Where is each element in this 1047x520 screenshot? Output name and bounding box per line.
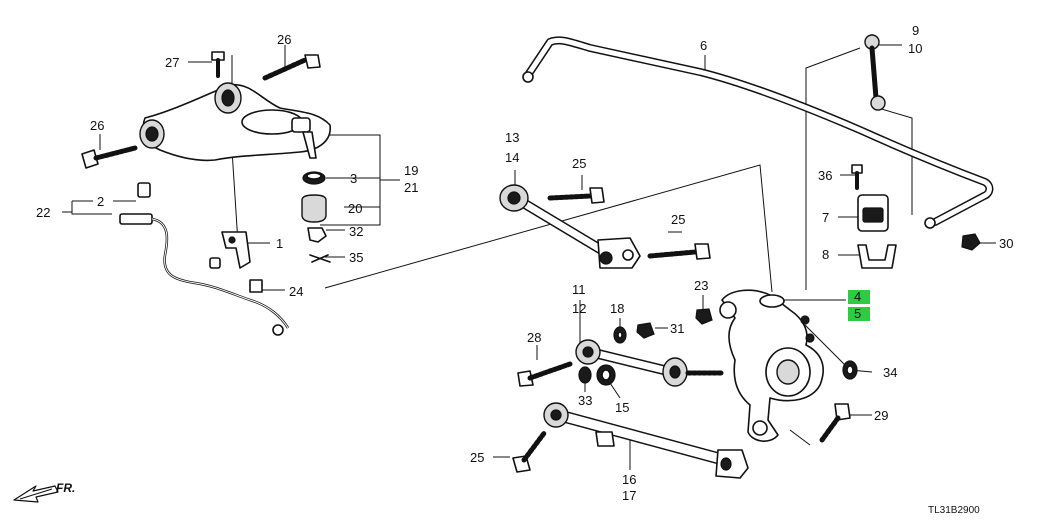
- callout-27: 27: [165, 55, 179, 70]
- callout-20: 20: [348, 201, 362, 216]
- stabilizer-holder-8: [857, 244, 897, 269]
- callout-12: 12: [572, 301, 586, 316]
- leader-lines: [62, 44, 996, 470]
- callout-26-top: 26: [277, 32, 291, 47]
- bolt-25-mid: [647, 243, 711, 260]
- callout-15: 15: [615, 400, 629, 415]
- callout-26-left: 26: [90, 118, 104, 133]
- callout-34: 34: [883, 365, 897, 380]
- bolt-27: [211, 51, 225, 78]
- bolt-26-upper: [262, 54, 321, 81]
- callout-21: 21: [404, 180, 418, 195]
- highlight-4: [848, 290, 870, 304]
- bolt-36: [851, 164, 863, 190]
- callout-6: 6: [700, 38, 707, 53]
- nut-30: [961, 233, 981, 251]
- callout-25-lower: 25: [470, 450, 484, 465]
- lower-arm-16: [543, 402, 749, 479]
- knuckle: [719, 289, 824, 442]
- callout-33: 33: [578, 393, 592, 408]
- small-hardware: [517, 322, 655, 387]
- callout-16: 16: [622, 472, 636, 487]
- bracket-1: [221, 231, 251, 269]
- callout-7: 7: [822, 210, 829, 225]
- callout-11: 11: [572, 282, 586, 297]
- lower-link-11: [575, 339, 725, 387]
- nut-23: [695, 308, 713, 325]
- callout-3: 3: [350, 171, 357, 186]
- bushing-set: [301, 171, 331, 263]
- callout-19: 19: [404, 163, 418, 178]
- callout-5: 5: [854, 306, 861, 321]
- upper-control-arm: [139, 82, 331, 162]
- front-arrow: FR.: [13, 481, 75, 503]
- bolt-25-lower: [512, 429, 548, 473]
- callout-35: 35: [349, 250, 363, 265]
- callout-25-mid: 25: [671, 212, 685, 227]
- callout-17: 17: [622, 488, 636, 503]
- callout-8: 8: [822, 247, 829, 262]
- bolt-26-left: [81, 145, 138, 169]
- callout-31: 31: [670, 321, 684, 336]
- callout-2: 2: [97, 194, 104, 209]
- callout-25-upper: 25: [572, 156, 586, 171]
- callout-30: 30: [999, 236, 1013, 251]
- stabilizer-bushing-7: [857, 194, 889, 232]
- upper-link-13: [499, 184, 641, 269]
- callout-32: 32: [349, 224, 363, 239]
- callout-29: 29: [874, 408, 888, 423]
- front-arrow-label: FR.: [56, 481, 75, 495]
- callout-4: 4: [854, 289, 861, 304]
- washer-34: [842, 360, 858, 380]
- stabilizer-link: [864, 34, 886, 111]
- callout-10: 10: [908, 41, 922, 56]
- callout-22: 22: [36, 205, 50, 220]
- callout-23: 23: [694, 278, 708, 293]
- diagram-code: TL31B2900: [928, 505, 980, 516]
- stabilizer-bar: [522, 36, 994, 229]
- callout-14: 14: [505, 150, 519, 165]
- callout-28: 28: [527, 330, 541, 345]
- callout-24: 24: [289, 284, 303, 299]
- callouts: 26 27 26 3 19 21 20 32 35 2 22 1 24 13 1…: [36, 23, 1013, 503]
- callout-1: 1: [276, 236, 283, 251]
- callout-9: 9: [912, 23, 919, 38]
- bolt-25-upper: [547, 187, 605, 204]
- highlight-5: [848, 307, 870, 321]
- abs-sensor-wire: [119, 182, 290, 336]
- callout-18: 18: [610, 301, 624, 316]
- bolt-29: [819, 403, 851, 443]
- callout-13: 13: [505, 130, 519, 145]
- callout-36: 36: [818, 168, 832, 183]
